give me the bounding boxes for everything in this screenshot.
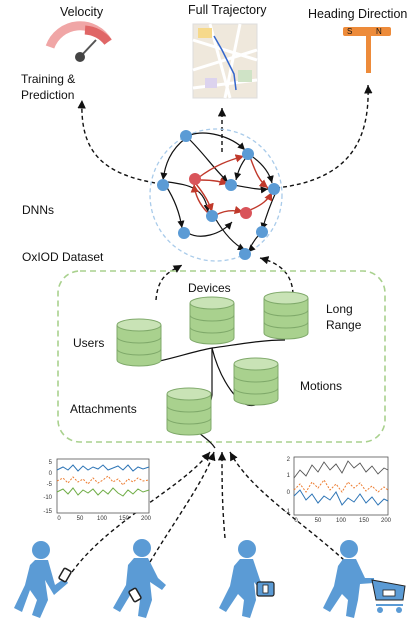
left-chart-xtick: 0 xyxy=(57,516,61,522)
compass-south-label: S xyxy=(347,27,353,36)
heading-compass-icon xyxy=(343,27,391,73)
left-chart-ytick: 0 xyxy=(49,471,53,477)
right-chart-ytick: 1 xyxy=(287,473,291,479)
cylinder-users xyxy=(116,318,162,367)
dataset-label: OxIOD Dataset xyxy=(22,250,104,264)
heading-direction-label: Heading Direction xyxy=(308,7,408,21)
compass-north-label: N xyxy=(376,27,382,36)
long-range-label-line1: Long xyxy=(326,302,353,316)
dataset-box xyxy=(57,270,386,443)
right-chart-ytick: -1 xyxy=(285,509,291,515)
right-chart-ytick: 0 xyxy=(287,490,291,496)
left-chart-ytick: -15 xyxy=(43,509,52,515)
arrow-dataset-to-dnn-right xyxy=(259,256,294,295)
right-chart-xtick: 150 xyxy=(359,518,370,524)
left-chart-xtick: 150 xyxy=(119,516,130,522)
trajectory-map-icon xyxy=(192,23,258,99)
cylinder-attachments xyxy=(166,387,212,436)
arrow-to-velocity xyxy=(77,99,163,185)
left-chart-xtick: 50 xyxy=(77,516,84,522)
left-chart-xtick: 200 xyxy=(141,516,152,522)
person-handheld-phone-icon xyxy=(14,541,72,618)
arrow-to-heading xyxy=(275,84,373,189)
arrow-person3 xyxy=(217,451,227,539)
arrow-person2 xyxy=(149,451,216,563)
training-label-line1: Training & xyxy=(21,72,76,86)
left-chart-xtick: 100 xyxy=(97,516,108,522)
long-range-label-line2: Range xyxy=(326,318,362,332)
speedometer-icon xyxy=(45,21,112,62)
full-trajectory-label: Full Trajectory xyxy=(188,3,267,17)
arrow-person1 xyxy=(71,451,211,573)
left-chart-ytick: 5 xyxy=(49,460,53,466)
cylinder-motions xyxy=(233,357,279,406)
right-chart-xtick: 0 xyxy=(294,518,298,524)
attachments-label: Attachments xyxy=(70,402,137,416)
cylinder-long-range xyxy=(263,291,309,340)
person-handbag-icon xyxy=(219,540,275,618)
velocity-label: Velocity xyxy=(60,5,104,19)
person-trolley-icon xyxy=(323,540,406,618)
arrow-person4 xyxy=(229,451,345,561)
cylinder-devices xyxy=(189,296,235,345)
devices-label: Devices xyxy=(188,281,231,295)
users-label: Users xyxy=(73,336,105,350)
dnns-label: DNNs xyxy=(22,203,54,217)
left-chart-ytick: -5 xyxy=(47,482,53,488)
motions-label: Motions xyxy=(300,379,343,393)
person-pocket-phone-icon xyxy=(113,539,166,618)
right-chart-xtick: 100 xyxy=(336,518,347,524)
training-label-line2: Prediction xyxy=(21,88,75,102)
dnn-boundary xyxy=(149,128,283,262)
sensor-chart-right xyxy=(293,456,389,516)
right-chart-xtick: 50 xyxy=(315,518,322,524)
right-chart-ytick: 2 xyxy=(287,457,291,463)
arrow-dataset-to-dnn-left xyxy=(155,264,183,301)
sensor-chart-left xyxy=(56,458,150,514)
dnn-nodes xyxy=(157,130,280,260)
left-chart-ytick: -10 xyxy=(43,495,52,501)
right-chart-xtick: 200 xyxy=(381,518,392,524)
